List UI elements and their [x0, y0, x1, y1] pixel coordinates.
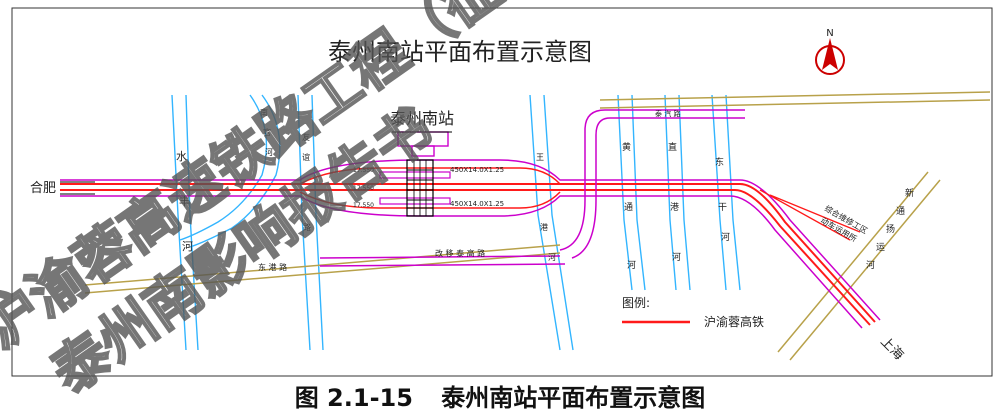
road-top-right: 泰 汽 路: [655, 109, 680, 118]
station-core: [379, 131, 452, 217]
figure-caption: 图 2.1-15 泰州南站平面布置示意图: [0, 378, 1000, 413]
road-diag-5: 河: [866, 259, 875, 271]
road-v1-1: 南: [260, 107, 268, 117]
road-v3-1: 王: [536, 153, 544, 162]
figure-number: 图 2.1-15: [294, 384, 413, 412]
river-label-1: 水: [176, 150, 187, 163]
road-v6-1: 东: [715, 156, 724, 168]
rail-lines: [60, 109, 881, 329]
road-v6-3: 河: [721, 231, 730, 243]
road-diag-2: 通: [896, 206, 905, 217]
river-label-3: 河: [182, 240, 193, 253]
road-v5-3: 河: [672, 251, 681, 263]
legend: 图例: 沪渝蓉高铁: [622, 296, 764, 329]
platform-spec-2: 450X14.0X1.25: [450, 200, 504, 208]
road-v3-2: 港: [540, 222, 548, 232]
road-v5-2: 港: [670, 201, 679, 213]
compass-icon: N: [815, 28, 845, 75]
road-diag-4: 运: [876, 242, 885, 253]
diagram-title: 泰州南站平面布置示意图: [328, 38, 592, 66]
road-v3-3: 河: [548, 252, 556, 262]
road-v5-1: 直: [668, 141, 677, 153]
road-lower-mid: 改 移 泰 高 路: [435, 248, 485, 258]
platform-spec-1: 450X14.0X1.25: [450, 166, 504, 174]
river-label-2: 丰: [179, 195, 190, 208]
road-lower-left: 东 港 路: [258, 262, 287, 272]
road-v1-2: 官: [263, 127, 271, 137]
elev-3: 17.550: [353, 202, 374, 209]
city-left-label: 合肥: [30, 181, 56, 196]
road-diag-1: 新: [905, 187, 914, 199]
elev-1: 17.550: [353, 167, 374, 174]
road-v4-1: 黄: [622, 141, 631, 153]
road-v2-3: 路: [303, 222, 311, 232]
road-v1-3: 河: [265, 147, 273, 157]
road-v2-1: 友: [302, 132, 310, 142]
legend-item-label: 沪渝蓉高铁: [704, 314, 764, 329]
road-diag-3: 扬: [886, 223, 895, 235]
road-v4-3: 河: [627, 259, 636, 271]
road-v2-2: 谊: [302, 152, 310, 162]
road-v6-2: 干: [718, 202, 727, 213]
station-label: 泰州南站: [390, 109, 454, 128]
roads: [84, 91, 991, 361]
elev-2: 17.550: [353, 185, 374, 192]
legend-title: 图例:: [622, 296, 650, 310]
road-v4-2: 通: [624, 202, 633, 213]
water-channels: [171, 94, 741, 351]
figure-caption-text: 泰州南站平面布置示意图: [441, 384, 706, 412]
compass-letter: N: [826, 28, 833, 39]
